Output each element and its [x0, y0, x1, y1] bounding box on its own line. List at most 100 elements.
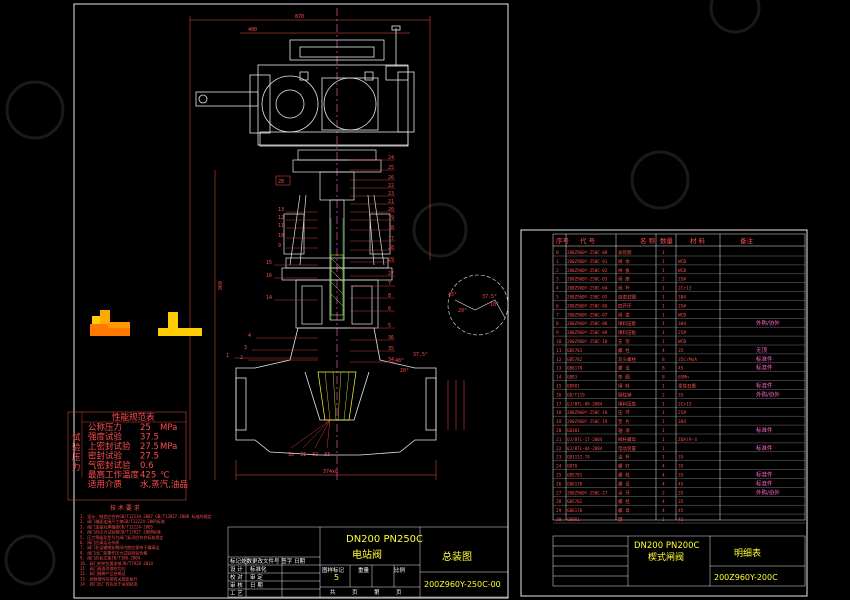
parts-col-header: 序号 [556, 236, 570, 245]
tech-note-line: 14. 阀门出厂时应处于关闭状态 [80, 581, 138, 587]
bottom-dimension: 374x8 [235, 380, 465, 480]
title-row-label: 审 核 [230, 581, 243, 589]
parts-no: 29 [556, 508, 562, 514]
parts-name: 阀 体 [618, 258, 630, 265]
svg-text:48°: 48° [395, 358, 404, 364]
parts-name: 垫 圈 [618, 374, 630, 381]
parts-material: 65Mn [678, 375, 689, 381]
parts-name: 垫 片 [618, 418, 630, 425]
title-col-label: 标准化 [250, 565, 267, 573]
parts-code: GB93 [567, 375, 578, 380]
spec-label: 气密封试验 [88, 460, 131, 471]
parts-material: 304 [678, 295, 686, 301]
parts-no: 28 [556, 499, 562, 505]
watermark [4, 0, 761, 586]
parts-material: 35 [678, 348, 684, 354]
title-scale-value: 5 [334, 573, 339, 582]
parts-material: 304 [678, 321, 686, 327]
parts-name: 圆柱销 [618, 391, 632, 398]
parts-code: QJ/BTL-04-2004 [567, 446, 603, 451]
parts-material: 45 [678, 366, 684, 372]
parts-note: 标准件 [756, 479, 773, 487]
parts-name: 自密封圈 [618, 294, 636, 301]
parts-note: 标准件 [756, 426, 773, 434]
spec-value: 37.5 [140, 433, 159, 443]
svg-text:20°: 20° [400, 368, 409, 374]
stem-hatch [330, 218, 344, 320]
parts-material: 2Cr13 [678, 401, 692, 407]
tech-note-line: 12. 阀门随带产品合格证 [80, 570, 126, 576]
parts-material: 35 [678, 490, 684, 496]
parts-qty: 1 [662, 410, 665, 416]
callout-7: 7 [388, 281, 391, 287]
tech-note-line: 4. 阀门的压力试验按GB/T13927-2008标准 [80, 529, 161, 535]
parts-no: 22 [556, 446, 562, 452]
parts-code: GB/T119 [567, 392, 585, 397]
parts-no: 19 [556, 419, 562, 425]
parts-material: ZQAl9-4 [678, 437, 697, 443]
title-footer: 页 [396, 589, 402, 596]
parts-name: 填料压板 [618, 329, 636, 336]
parts-material: 2Cr13 [678, 286, 692, 292]
parts-qty: 1 [662, 437, 665, 443]
parts-name: 总装图 [618, 249, 632, 256]
parts-code: 200Z960Y-250C-27 [567, 490, 608, 495]
parts-title-drawing-no: 200Z960Y-200C [714, 573, 778, 582]
parts-note: 标准件 [756, 471, 773, 479]
parts-material: 45 [678, 517, 684, 523]
tech-note-line: 6. 阀门应清洁无杂质 [80, 539, 119, 545]
parts-name: 支 架 [618, 338, 630, 345]
main-title-block [227, 526, 509, 598]
parts-material: 35 [678, 464, 684, 470]
parts-code: GB901 [567, 517, 580, 522]
tech-note-line: 11. 阀门表面涂漆应均匀 [80, 565, 126, 571]
callout-4: 4 [248, 333, 251, 339]
parts-col-header: 数量 [660, 236, 674, 245]
parts-qty: 4 [662, 464, 665, 470]
parts-qty: 1 [662, 259, 665, 265]
parts-qty: 1 [662, 312, 665, 318]
parts-sheet-border [520, 229, 808, 597]
parts-no: 3 [556, 277, 559, 283]
parts-code: GB6170 [567, 508, 583, 513]
tech-note-line: 9. 阀门的标志按JB/T106-2004 [80, 555, 141, 561]
parts-qty: 4 [662, 508, 665, 514]
title-col-label: 日 期 [250, 582, 263, 589]
dim-374x8: 374x8 [323, 469, 338, 475]
parts-no: 5 [556, 295, 559, 301]
leader-line [302, 419, 331, 449]
spec-side-char: 力 [72, 462, 81, 473]
parts-name: 填 料 [618, 383, 630, 390]
tech-note-line: 5. 压力等级及型号为阀门标识应符合标准规定 [80, 534, 163, 540]
parts-name: 双头螺柱 [618, 356, 636, 363]
parts-qty: 8 [662, 357, 665, 363]
parts-table-header: 序号代 号名 称数量材 料备注 [556, 236, 754, 245]
callout-28: 28 [388, 245, 394, 251]
parts-material: 25# [678, 410, 686, 416]
parts-code: GB6170 [567, 481, 583, 486]
title-footer: 页 [352, 589, 358, 596]
spec-side-char: 验 [72, 442, 81, 453]
parts-note: 标准件 [756, 382, 773, 390]
title-footer: 第 [374, 588, 380, 596]
parts-code: 200Z960Y-250C-09 [567, 330, 608, 335]
callout-14: 14 [266, 295, 272, 301]
spec-unit: MPa [160, 423, 177, 433]
parts-material: 柔性石墨 [678, 383, 696, 390]
parts-material: 304 [678, 419, 686, 425]
parts-code: GB5782 [567, 499, 583, 504]
parts-name: 轴 承 [618, 427, 630, 434]
parts-qty: 1 [662, 330, 665, 336]
parts-qty: 1 [662, 303, 665, 309]
parts-no: 26 [556, 481, 562, 487]
parts-qty: 1 [662, 401, 665, 407]
electric-actuator [195, 25, 415, 147]
parts-code: GB70 [567, 464, 578, 469]
parts-code: 200Z960Y-250C-04 [567, 286, 608, 291]
parts-name: 键 [618, 516, 623, 523]
parts-name: 螺 栓 [618, 472, 630, 479]
parts-name: 阀 盖 [618, 311, 630, 318]
parts-note: 外购/协外 [756, 488, 780, 496]
